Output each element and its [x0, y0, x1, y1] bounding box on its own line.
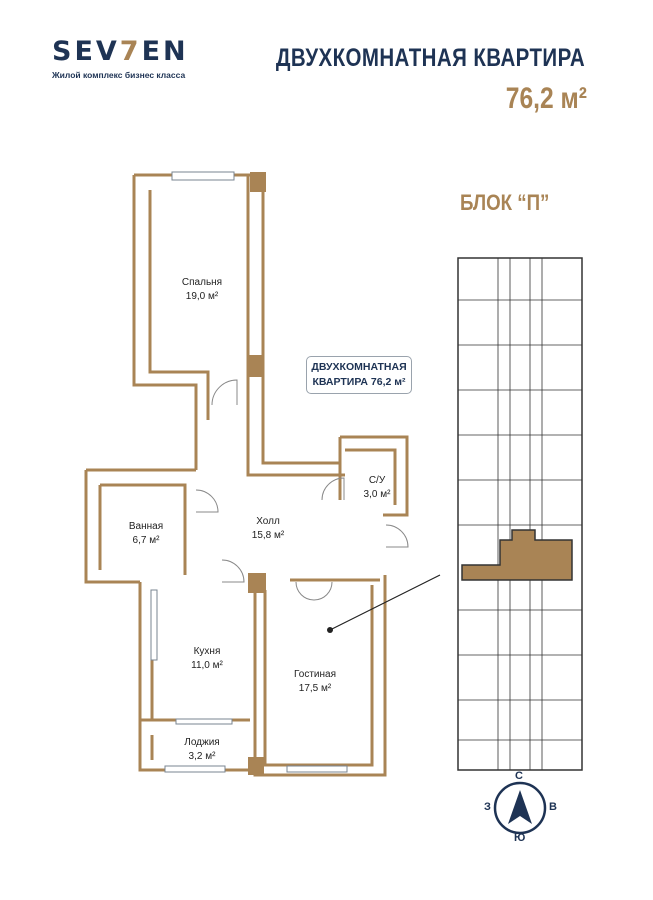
block-plan	[457, 257, 583, 771]
compass-east: В	[549, 801, 557, 813]
compass-icon	[493, 781, 547, 835]
logo: SEV7EN	[52, 36, 189, 67]
pointer-line	[329, 574, 441, 631]
logo-tagline: Жилой комплекс бизнес класса	[52, 70, 186, 80]
compass-west: З	[484, 801, 491, 813]
page-title: ДВУХКОМНАТНАЯ КВАРТИРА	[275, 44, 585, 72]
compass-south: Ю	[514, 832, 526, 844]
total-area: 76,2 м²	[505, 82, 587, 115]
block-label: БЛОК “П”	[460, 190, 550, 215]
compass-north: С	[515, 770, 523, 782]
